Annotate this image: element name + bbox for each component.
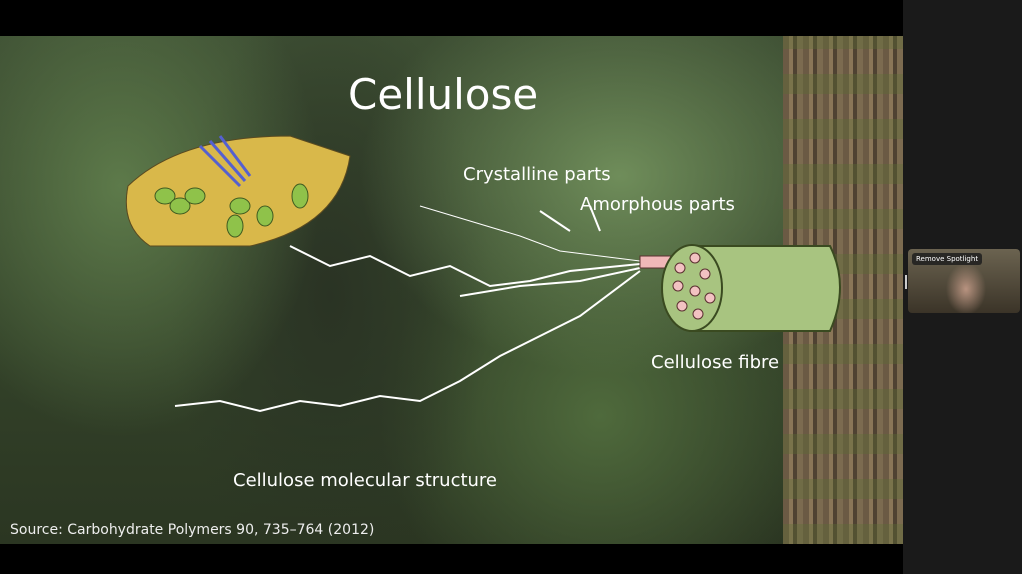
molecule-chains [174, 205, 641, 413]
label-cellulose-fibre: Cellulose fibre [651, 352, 780, 373]
panel-resize-handle[interactable] [905, 275, 907, 289]
cellulose-fibre [639, 244, 841, 332]
shared-slide: Cellulose Crystalline parts Amorphous pa… [0, 36, 903, 544]
label-crystalline-parts: Crystalline parts [463, 164, 611, 185]
tree-trunk-image [783, 36, 903, 544]
slide-title: Cellulose [348, 70, 539, 119]
source-citation: Source: Carbohydrate Polymers 90, 735–76… [10, 522, 375, 538]
cell-wall-illustration [125, 135, 351, 247]
label-amorphous-parts: Amorphous parts [580, 194, 735, 215]
label-molecular-structure: Cellulose molecular structure [233, 470, 498, 491]
cellulose-diagram [125, 135, 841, 413]
remove-spotlight-button[interactable]: Remove Spotlight [912, 253, 983, 265]
